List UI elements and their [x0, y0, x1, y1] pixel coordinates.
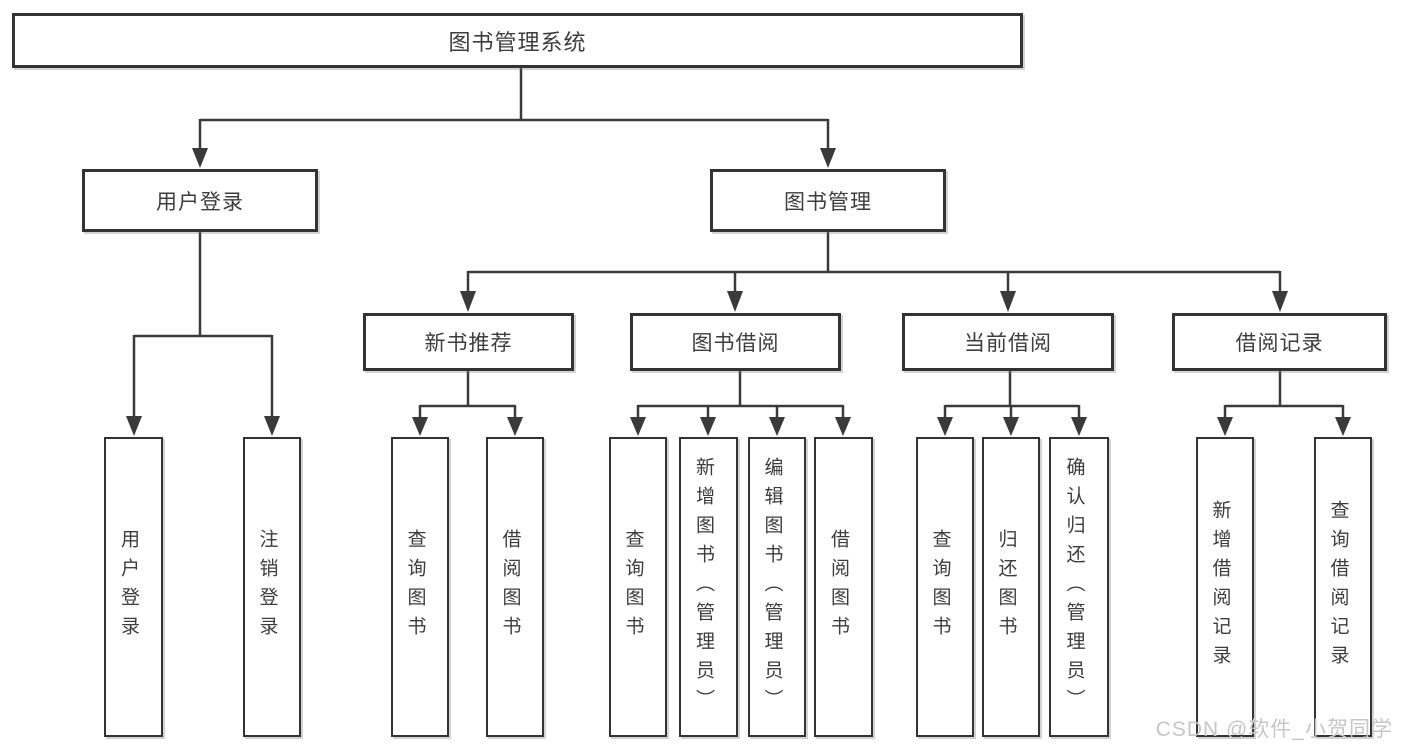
node-label: 新增借阅记录 [1209, 500, 1231, 674]
connector-user-login-to-leaves [126, 232, 280, 436]
leaf-current-return-book: 归还图书 [982, 437, 1040, 737]
leaf-borrow-query-book: 查询图书 [609, 437, 667, 737]
connector-current-borrow-to-leaves [937, 371, 1087, 436]
node-label: 注销登录 [256, 529, 278, 645]
arrowhead-down-icon [1335, 417, 1351, 436]
node-book-borrow: 图书借阅 [630, 313, 841, 371]
leaf-current-confirm-return: 确认归还（管理员） [1049, 437, 1109, 737]
node-label: 图书管理系统 [448, 29, 587, 55]
arrowhead-down-icon [507, 417, 523, 436]
connector-root-to-level2 [192, 68, 836, 168]
arrowhead-down-icon [820, 148, 836, 168]
leaf-current-query-book: 查询图书 [916, 437, 974, 737]
node-borrow-records: 借阅记录 [1172, 313, 1387, 371]
node-label: 新书推荐 [424, 332, 513, 355]
node-label: 查询图书 [929, 529, 951, 645]
node-label: 查询借阅记录 [1327, 500, 1349, 674]
node-label: 借阅图书 [499, 529, 521, 645]
node-label: 用户登录 [118, 529, 139, 645]
arrowhead-down-icon [1003, 417, 1019, 436]
node-label: 确认归还（管理员） [1063, 456, 1085, 718]
arrowhead-down-icon [126, 416, 142, 436]
arrowhead-down-icon [835, 417, 851, 436]
node-root-system: 图书管理系统 [12, 13, 1023, 68]
connector-book-management-to-level3 [460, 232, 1288, 312]
arrowhead-down-icon [264, 416, 280, 436]
node-label: 新增图书（管理员） [693, 456, 714, 718]
node-label: 当前借阅 [964, 332, 1052, 355]
node-user-login: 用户登录 [82, 169, 318, 232]
connector-borrow-records-to-leaves [1217, 371, 1351, 436]
leaf-records-add-record: 新增借阅记录 [1196, 437, 1254, 737]
arrowhead-down-icon [1071, 417, 1087, 436]
connector-new-book-recommend-to-leaves [412, 371, 523, 436]
node-label: 用户登录 [156, 190, 244, 214]
leaf-borrow-add-book: 新增图书（管理员） [679, 437, 738, 737]
node-new-book-recommend: 新书推荐 [363, 313, 574, 371]
node-current-borrow: 当前借阅 [902, 313, 1114, 371]
arrowhead-down-icon [460, 291, 476, 312]
watermark: CSDN @软件_小贺同学 [1155, 718, 1393, 741]
leaf-borrow-borrow-book: 借阅图书 [814, 437, 873, 737]
arrowhead-down-icon [192, 148, 208, 168]
node-label: 图书管理 [784, 190, 872, 214]
leaf-logout: 注销登录 [243, 437, 301, 737]
arrowhead-down-icon [937, 417, 953, 436]
node-label: 查询图书 [622, 529, 644, 645]
node-book-management: 图书管理 [710, 169, 946, 232]
node-label: 借阅记录 [1235, 332, 1324, 355]
leaf-user-login: 用户登录 [104, 437, 163, 737]
arrowhead-down-icon [1000, 291, 1016, 312]
arrowhead-down-icon [630, 417, 646, 436]
arrowhead-down-icon [1272, 291, 1288, 312]
leaf-records-query-record: 查询借阅记录 [1314, 437, 1372, 737]
leaf-recommend-borrow-book: 借阅图书 [486, 437, 544, 737]
node-label: 归还图书 [995, 529, 1017, 645]
arrowhead-down-icon [700, 417, 716, 436]
arrowhead-down-icon [1217, 417, 1233, 436]
node-label: 编辑图书（管理员） [761, 456, 783, 718]
node-label: 图书借阅 [691, 332, 780, 355]
connector-book-borrow-to-leaves [630, 371, 851, 436]
node-label: 查询图书 [404, 529, 426, 645]
arrowhead-down-icon [727, 291, 743, 312]
node-label: 借阅图书 [828, 529, 849, 645]
leaf-borrow-edit-book: 编辑图书（管理员） [748, 437, 806, 737]
arrowhead-down-icon [769, 417, 785, 436]
leaf-recommend-query-book: 查询图书 [391, 437, 449, 737]
arrowhead-down-icon [412, 417, 428, 436]
